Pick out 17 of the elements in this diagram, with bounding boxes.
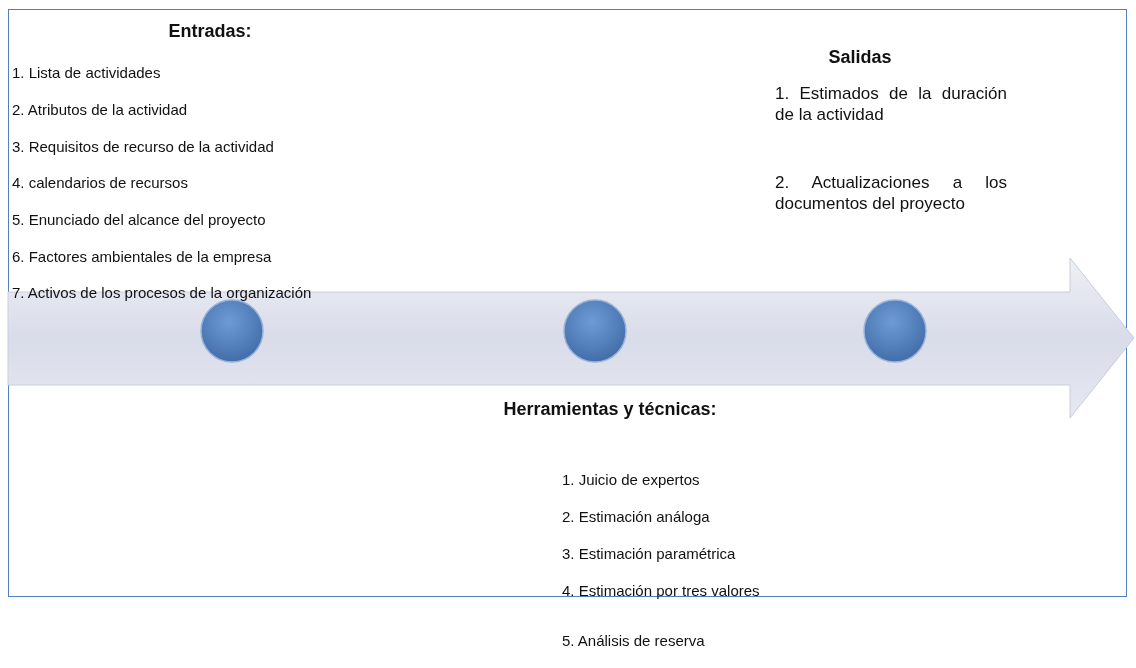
list-item: 3. Requisitos de recurso de la actividad (12, 138, 275, 157)
list-item: 5. Enunciado del alcance del proyecto (12, 211, 267, 230)
section-heading: Entradas: (167, 20, 253, 43)
list-item: 2. Estimación análoga (562, 508, 711, 527)
section-heading: Herramientas y técnicas: (502, 398, 718, 421)
list-item: 7. Activos de los procesos de la organización (12, 284, 313, 303)
list-item: 1. Estimados de la duración de la actividad (775, 83, 1007, 126)
list-item: 2. Atributos de la actividad (12, 101, 189, 120)
list-item: 4. Estimación por tres valores (562, 582, 761, 601)
list-item: 1. Juicio de expertos (562, 471, 701, 490)
section-heading: Salidas (827, 46, 893, 69)
list-item: 2. Actualizaciones a los documentos del proyecto (775, 172, 1007, 215)
list-item: 6. Factores ambientales de la empresa (12, 248, 273, 267)
list-item: 3. Estimación paramétrica (562, 545, 737, 564)
list-item: 1. Lista de actividades (12, 64, 162, 83)
list-item: 4. calendarios de recursos (12, 174, 189, 193)
list-item: 5. Análisis de reserva (562, 632, 706, 651)
